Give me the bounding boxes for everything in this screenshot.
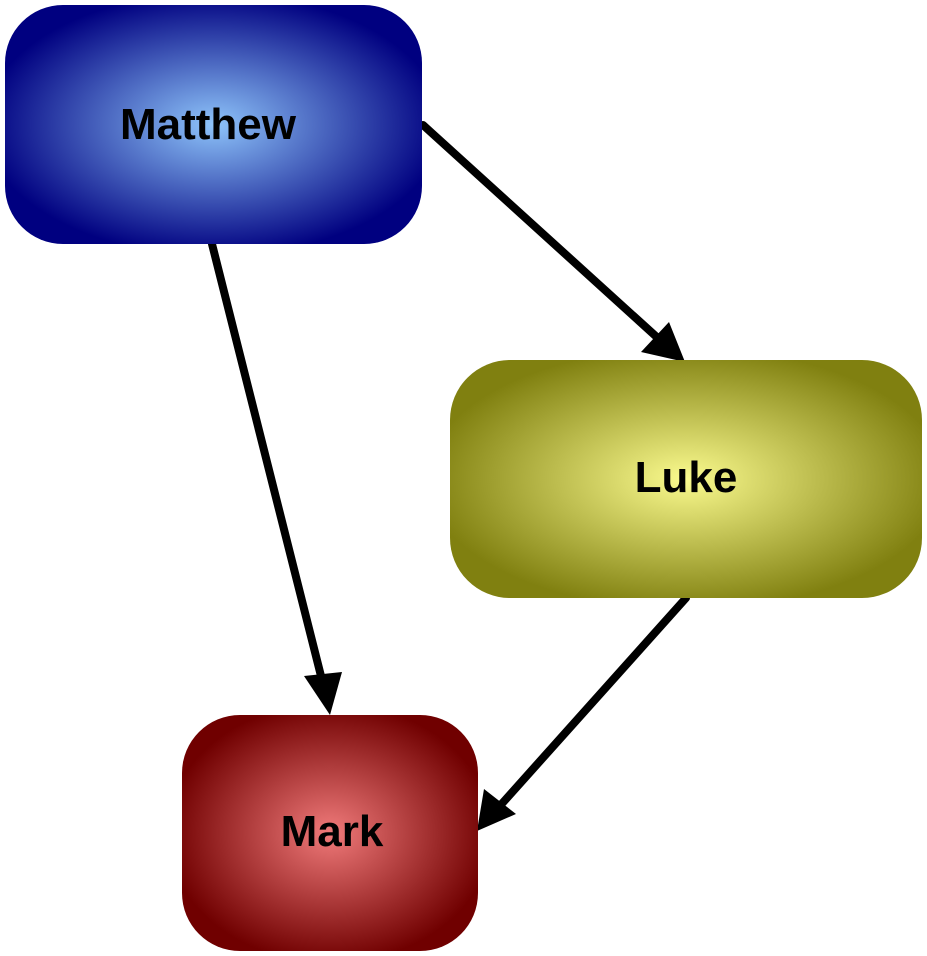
arrowhead-icon xyxy=(304,672,342,715)
node-matthew-label: Matthew xyxy=(120,100,297,149)
node-luke-label: Luke xyxy=(635,453,738,502)
node-mark-label: Mark xyxy=(281,807,384,856)
edge-matthew-to-luke xyxy=(419,121,685,362)
node-mark: Mark xyxy=(182,715,478,951)
node-luke: Luke xyxy=(450,360,922,598)
arrowhead-icon xyxy=(641,322,685,362)
node-matthew: Matthew xyxy=(5,5,422,244)
arrowhead-icon xyxy=(477,789,516,831)
edge-luke-to-mark xyxy=(477,594,690,831)
edge-matthew-to-mark xyxy=(208,240,342,715)
